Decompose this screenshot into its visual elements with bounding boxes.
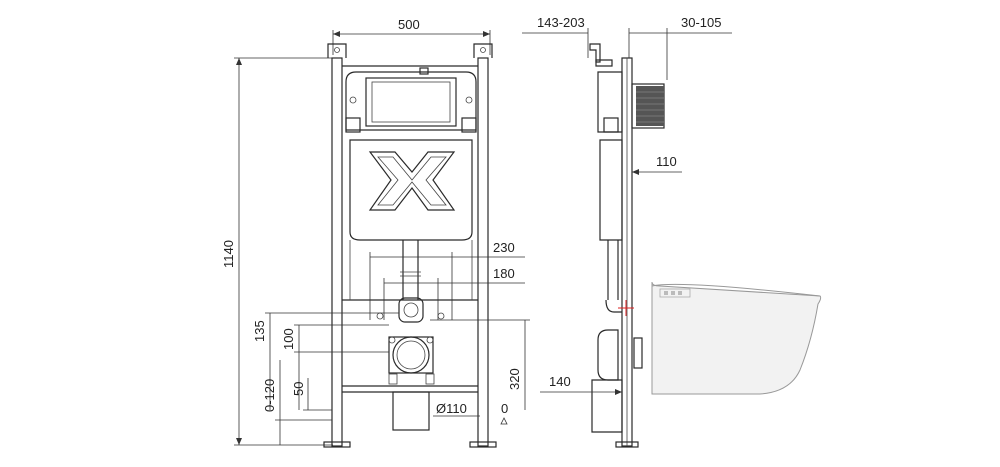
dim-0-120-label: 0-120 (262, 379, 277, 412)
dim-180-label: 180 (493, 266, 515, 281)
left-height-dims: 135 100 50 0-120 (252, 312, 399, 445)
dim-230-label: 230 (493, 240, 515, 255)
front-view: 500 1140 (221, 17, 530, 448)
dim-140-label: 140 (549, 374, 571, 389)
dim-pipe-diameter-label: Ø110 (436, 401, 467, 416)
outlet-assembly (376, 297, 445, 431)
dim-500-label: 500 (398, 17, 420, 32)
dim-320-label: 320 (507, 368, 522, 390)
dim-135-label: 135 (252, 320, 267, 342)
dim-50-label: 50 (291, 382, 306, 396)
dim-1140-label: 1140 (221, 240, 236, 268)
right-height-dims: 320 (430, 319, 530, 410)
frame-posts (323, 43, 497, 448)
side-view: 143-203 30-105 (522, 15, 822, 448)
dim-30-105-label: 30-105 (681, 15, 721, 30)
width-dimension: 500 (332, 17, 491, 55)
flush-plate (631, 83, 665, 129)
drain-elbow (591, 329, 643, 433)
dim-110-label: 110 (656, 154, 677, 169)
side-top-dims: 143-203 30-105 (522, 15, 732, 80)
toilet-bowl (651, 281, 822, 395)
cistern (345, 67, 477, 300)
horizontal-dims: 230 180 (369, 240, 525, 320)
dim-100-label: 100 (281, 328, 296, 350)
dim-143-203-label: 143-203 (537, 15, 585, 30)
dim-zero-label: 0 (501, 401, 508, 416)
height-dimension: 1140 (221, 57, 333, 446)
